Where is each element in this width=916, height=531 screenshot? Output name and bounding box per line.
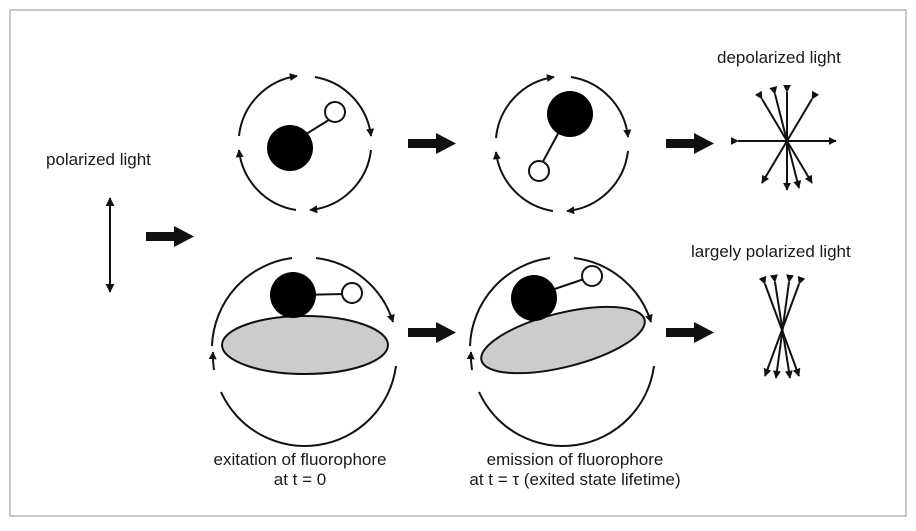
molecule-small xyxy=(528,160,550,182)
emission-caption-line2: at t = τ (exited state lifetime) xyxy=(469,470,681,489)
molecule-large xyxy=(267,125,313,171)
rotation-plane-disk xyxy=(480,305,646,375)
arrow-top-right xyxy=(666,133,714,154)
excitation-caption-line2: at t = 0 xyxy=(273,470,327,489)
top-mid-rotation xyxy=(492,74,632,215)
arrow-input xyxy=(146,226,194,247)
molecule-small xyxy=(581,265,603,287)
emission-caption-line1: emission of fluorophore xyxy=(486,450,664,469)
arrow-top-mid xyxy=(408,133,456,154)
figure-border xyxy=(9,9,907,517)
largely-polarized-arrows xyxy=(758,274,806,379)
arrow-bottom-right xyxy=(666,322,714,343)
molecule-small xyxy=(324,101,346,123)
molecule-large xyxy=(270,272,316,318)
bottom-left-sphere xyxy=(208,257,397,447)
polarized-light-label: polarized light xyxy=(46,150,151,169)
excitation-caption-line1: exitation of fluorophore xyxy=(213,450,387,469)
molecule-small xyxy=(341,282,363,304)
depolarized-light-label: depolarized light xyxy=(717,48,841,67)
rotation-plane-disk xyxy=(221,315,389,375)
largely-polarized-light-label: largely polarized light xyxy=(691,242,851,261)
molecule-large xyxy=(547,91,593,137)
depolarized-arrows xyxy=(730,84,837,191)
top-left-rotation xyxy=(235,73,375,214)
bottom-mid-sphere xyxy=(466,257,655,447)
arrow-bottom-mid xyxy=(408,322,456,343)
molecule-large xyxy=(511,275,557,321)
